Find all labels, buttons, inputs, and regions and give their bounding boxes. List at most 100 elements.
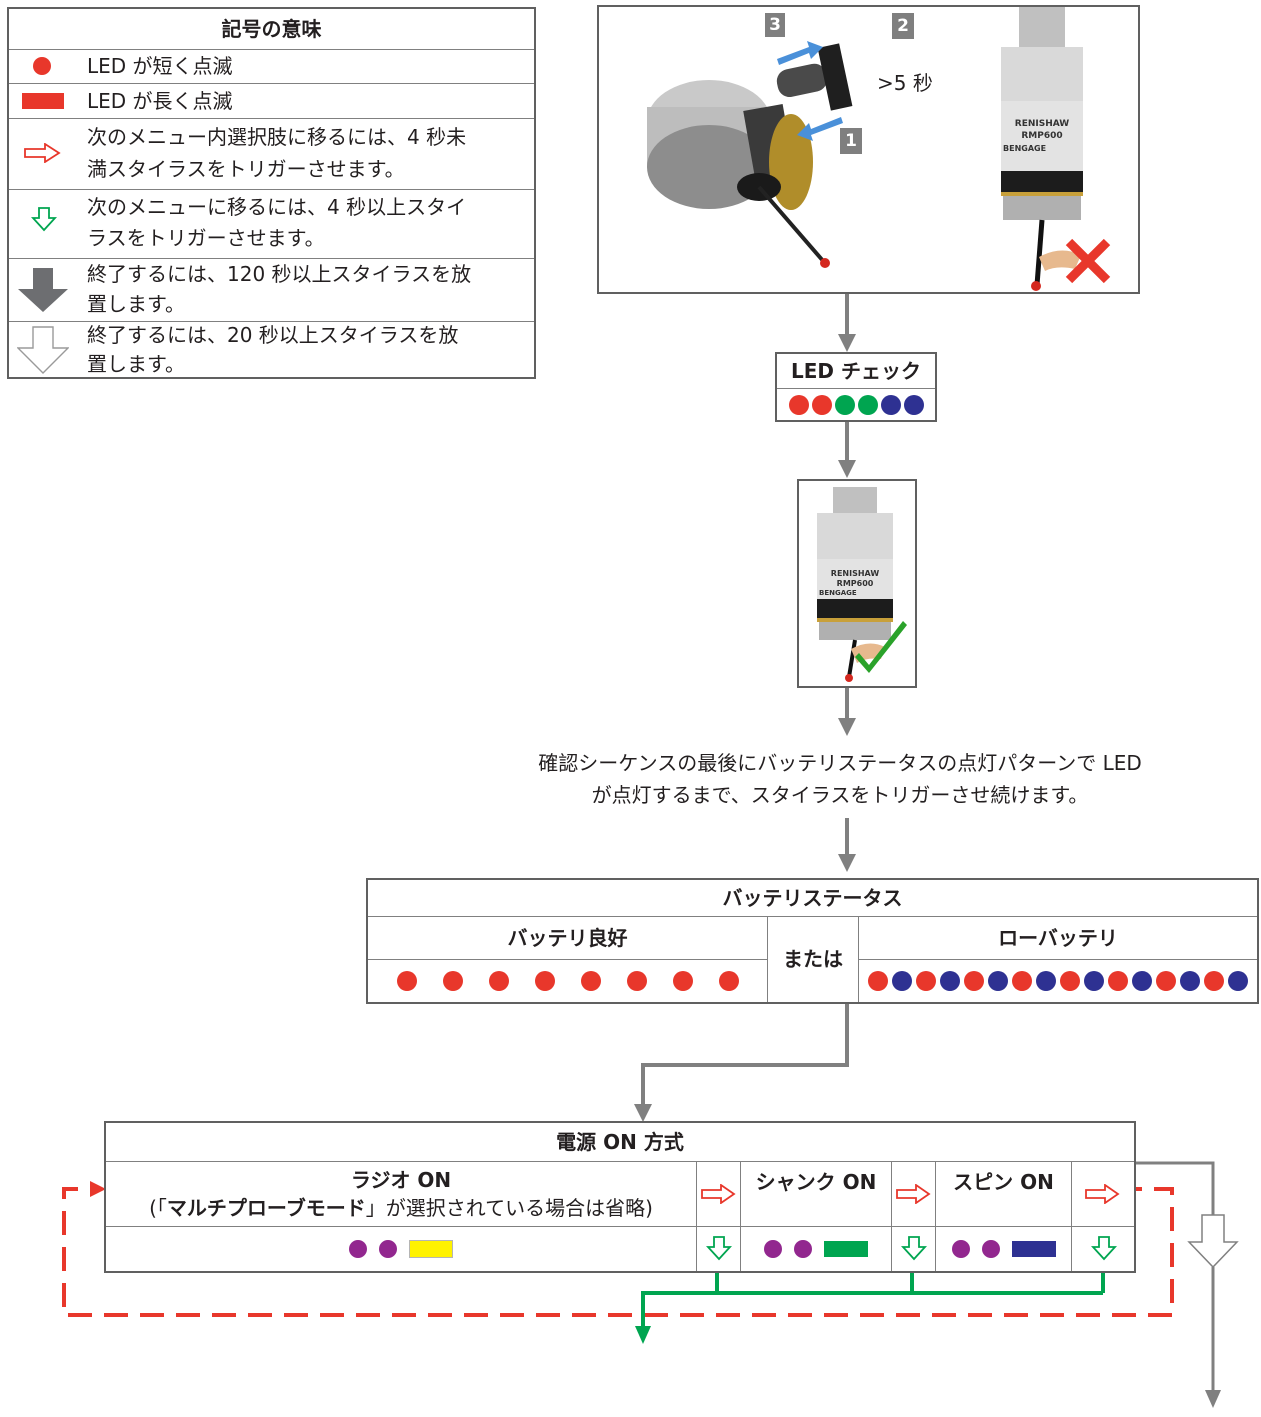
shank-on-label: シャンク ON — [755, 1170, 877, 1194]
green-outline-arrow-down-icon — [706, 1236, 732, 1261]
legend-row: LED が長く点滅 — [9, 84, 534, 119]
divider — [1071, 1162, 1072, 1271]
spin-on-led-pattern — [936, 1227, 1071, 1271]
led-check-sequence — [777, 389, 935, 420]
blue-insert-arrow-icon — [777, 41, 823, 65]
led-blue-dot — [1084, 971, 1104, 991]
white-outline-arrow-down-icon — [17, 326, 69, 374]
led-red-dot — [580, 971, 601, 991]
instruction-line-2: が点灯するまで、スタイラスをトリガーさせ続けます。 — [591, 783, 1089, 807]
led-red-dot — [672, 971, 693, 991]
battery-good-cell: バッテリ良好 — [368, 917, 768, 1002]
probe-brand-label: RENISHAW — [1014, 119, 1070, 129]
red-outline-arrow-right-icon — [896, 1184, 931, 1204]
battery-low-label: ローバッテリ — [859, 917, 1257, 960]
radio-on-led-pattern — [106, 1227, 696, 1271]
white-outline-arrow-down-icon — [1187, 1214, 1239, 1269]
legend-row-text-line2: ラスをトリガーさせます。 — [87, 226, 325, 250]
led-blue-dot — [903, 394, 924, 415]
radio-on-note-mode: マルチプローブモード — [166, 1196, 366, 1220]
connector-instruction-to-battery — [838, 818, 856, 872]
led-red-dot — [1012, 971, 1032, 991]
red-outline-arrow-right-icon — [701, 1184, 736, 1204]
green-outline-arrow-down-icon — [901, 1236, 927, 1261]
led-yellow-bar — [409, 1240, 453, 1258]
legend-row-text-line2: 置します。 — [87, 292, 185, 316]
green-outline-arrow-down-icon — [1091, 1236, 1117, 1261]
led-blue-dot — [988, 971, 1008, 991]
led-green-bar — [824, 1241, 868, 1257]
legend-row-text-line1: 次のメニューに移るには、4 秒以上スタイ — [87, 195, 467, 219]
led-check-box: LED チェック — [775, 352, 937, 422]
probe-model-label: RMP600 — [836, 579, 874, 588]
radio-on-note-prefix: (「 — [149, 1196, 167, 1220]
led-red-dot — [1108, 971, 1128, 991]
red-bar-icon — [22, 93, 64, 109]
divider — [696, 1162, 697, 1271]
radio-on-cell: ラジオ ON (「マルチプローブモード」が選択されている場合は省略) — [106, 1162, 696, 1226]
probe-ok-drawing — [817, 487, 907, 682]
legend-row-text-line2: 置します。 — [87, 352, 185, 376]
battery-low-cell: ローバッテリ — [859, 917, 1257, 1002]
red-outline-arrow-right-icon — [24, 143, 61, 163]
legend-title: 記号の意味 — [9, 9, 534, 50]
gray-filled-arrow-down-icon — [18, 268, 68, 312]
battery-status-table: バッテリステータス バッテリ良好 または ローバッテリ — [366, 878, 1259, 1004]
step-3-badge: 3 — [769, 15, 781, 35]
connector-led-check-to-photo — [838, 421, 856, 478]
led-red-dot — [488, 971, 509, 991]
legend-row-text-line1: 終了するには、120 秒以上スタイラスを放 — [87, 262, 472, 286]
led-purple-dot — [981, 1240, 1000, 1258]
led-red-dot — [868, 971, 888, 991]
step-2-badge: 2 — [897, 16, 909, 36]
step-1-badge: 1 — [845, 131, 857, 151]
legend-row: 終了するには、20 秒以上スタイラスを放 置します。 — [9, 322, 534, 377]
led-blue-bar — [1011, 1241, 1056, 1257]
power-on-title: 電源 ON 方式 — [106, 1123, 1134, 1162]
legend-row: 終了するには、120 秒以上スタイラスを放 置します。 — [9, 259, 534, 322]
led-red-dot — [788, 394, 809, 415]
legend-row-text: LED が長く点滅 — [87, 89, 233, 113]
led-red-dot — [964, 971, 984, 991]
led-red-dot — [1204, 971, 1224, 991]
probe-tag-label: BENGAGE — [819, 589, 857, 597]
green-outline-arrow-down-icon — [31, 207, 57, 232]
radio-on-label: ラジオ ON — [350, 1168, 452, 1192]
legend-row-text-line1: 終了するには、20 秒以上スタイラスを放 — [87, 323, 459, 347]
red-dashed-loop-connector — [62, 1181, 1174, 1317]
connector-photo-to-led-check — [838, 293, 856, 352]
led-green-dot — [857, 394, 878, 415]
led-red-dot — [1060, 971, 1080, 991]
led-purple-dot — [379, 1240, 397, 1258]
battery-insertion-drawing — [647, 7, 1111, 291]
legend-row: 次のメニュー内選択肢に移るには、4 秒未 満スタイラスをトリガーさせます。 — [9, 119, 534, 190]
led-green-dot — [834, 394, 855, 415]
connector-photo-to-instruction — [838, 687, 856, 736]
divider — [935, 1162, 936, 1271]
led-blue-dot — [1228, 971, 1248, 991]
connector-battery-to-power-on — [634, 1003, 849, 1122]
probe-tag-label: BENGAGE — [1003, 144, 1047, 153]
gray-exit-connector — [1135, 1161, 1239, 1408]
radio-on-note-suffix: 」が選択されている場合は省略) — [365, 1196, 653, 1220]
led-purple-dot — [349, 1240, 367, 1258]
instruction-text: 確認シーケンスの最後にバッテリステータスの点灯パターンで LED が点灯するまで… — [440, 747, 1240, 811]
probe-rmp600-icon — [1001, 7, 1083, 291]
probe-model-label: RMP600 — [1021, 131, 1063, 141]
legend-row-text-line1: 次のメニュー内選択肢に移るには、4 秒未 — [87, 125, 467, 149]
red-dot-icon — [33, 57, 51, 75]
led-purple-dot — [951, 1240, 970, 1258]
led-red-dot — [626, 971, 647, 991]
led-red-dot — [916, 971, 936, 991]
led-purple-dot — [794, 1240, 812, 1258]
led-red-dot — [811, 394, 832, 415]
battery-icon — [776, 43, 853, 111]
green-check-icon — [855, 621, 907, 673]
legend-row: LED が短く点滅 — [9, 49, 534, 84]
stylus-trigger-illustration: RENISHAW RMP600 BENGAGE — [797, 479, 917, 688]
battery-good-label: バッテリ良好 — [368, 917, 767, 960]
legend-row-text: LED が短く点滅 — [87, 54, 233, 78]
divider — [891, 1162, 892, 1271]
divider — [106, 1226, 1134, 1227]
led-blue-dot — [1132, 971, 1152, 991]
